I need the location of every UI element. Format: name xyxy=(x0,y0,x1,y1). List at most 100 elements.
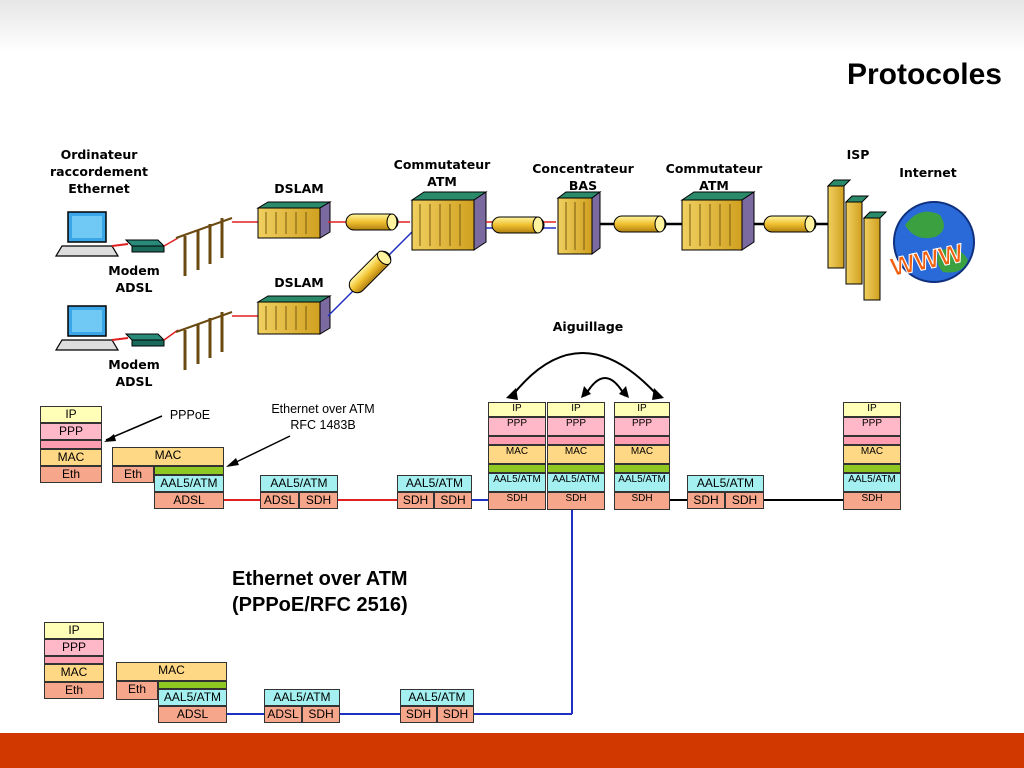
stack-pppoe-layer xyxy=(44,656,104,664)
bas-label: Concentrateur BAS xyxy=(532,161,634,193)
stack-ppp: PPP xyxy=(44,639,104,656)
atm-link-cylinder xyxy=(491,216,545,234)
dslam-label: DSLAM xyxy=(274,181,324,196)
stack-sdh: SDH xyxy=(687,492,725,509)
stack-aal5-atm: AAL5/ATM xyxy=(260,475,338,492)
stack-pppoe-layer xyxy=(843,436,901,445)
stack-pppoe-layer xyxy=(488,436,546,445)
dslam-icon xyxy=(256,201,332,239)
atm-switch-icon xyxy=(410,191,488,251)
telephone-pole-icon xyxy=(175,311,233,370)
stack-sdh: SDH xyxy=(397,492,434,509)
stack-eth: Eth xyxy=(40,466,102,483)
stack-mac: MAC xyxy=(614,445,670,464)
modem-label: Modem ADSL xyxy=(108,263,160,295)
stack-ip: IP xyxy=(488,402,546,417)
stack-aal5-atm: AAL5/ATM xyxy=(547,473,605,492)
atm-link-cylinder xyxy=(345,213,399,231)
stack-ppp: PPP xyxy=(488,417,546,436)
bas-concentrator-icon xyxy=(556,191,602,255)
stack-aal5-atm: AAL5/ATM xyxy=(154,475,224,492)
isp-label: ISP xyxy=(846,147,870,162)
modem-icon xyxy=(124,333,166,347)
internet-globe-icon: WWW xyxy=(887,201,975,283)
stack-sdh: SDH xyxy=(434,492,472,509)
stack-sdh: SDH xyxy=(302,706,340,723)
modem-label: Modem ADSL xyxy=(108,357,160,389)
stack-mac: MAC xyxy=(112,447,224,466)
computer-label: Ordinateur raccordement Ethernet xyxy=(50,147,148,196)
stack-pppoe-layer xyxy=(40,440,102,449)
stack-aal5-atm: AAL5/ATM xyxy=(614,473,670,492)
isp-server-icon xyxy=(826,179,888,301)
stack-ip: IP xyxy=(40,406,102,423)
stack-adsl: ADSL xyxy=(260,492,299,509)
stack-llc-layer xyxy=(158,681,227,689)
stack-llc-layer xyxy=(488,464,546,473)
dslam-label: DSLAM xyxy=(274,275,324,290)
stack-adsl: ADSL xyxy=(158,706,227,723)
heading-line2: (PPPoE/RFC 2516) xyxy=(232,594,408,616)
modem-icon xyxy=(124,239,166,253)
computer-icon xyxy=(54,305,120,351)
stack-adsl: ADSL xyxy=(154,492,224,509)
footer-bar xyxy=(0,733,1024,768)
stack-aal5-atm: AAL5/ATM xyxy=(264,689,340,706)
stack-ppp: PPP xyxy=(40,423,102,440)
stack-sdh: SDH xyxy=(488,492,546,510)
stack-sdh: SDH xyxy=(299,492,338,509)
stack-ip: IP xyxy=(614,402,670,417)
aiguillage-label: Aiguillage xyxy=(552,319,624,334)
stack-llc-layer xyxy=(154,466,224,475)
stack-aal5-atm: AAL5/ATM xyxy=(397,475,472,492)
stack-mac: MAC xyxy=(547,445,605,464)
stack-pppoe-layer xyxy=(547,436,605,445)
stack-mac: MAC xyxy=(488,445,546,464)
stack-llc-layer xyxy=(547,464,605,473)
stack-sdh: SDH xyxy=(400,706,437,723)
stack-sdh: SDH xyxy=(437,706,474,723)
stack-ppp: PPP xyxy=(614,417,670,436)
stack-aal5-atm: AAL5/ATM xyxy=(843,473,901,492)
atm-link-cylinder xyxy=(613,215,667,233)
page-title: Protocoles xyxy=(846,58,1002,91)
stack-mac: MAC xyxy=(116,662,227,681)
atm-link-cylinder xyxy=(763,215,817,233)
heading-line1: Ethernet over ATM xyxy=(232,568,408,590)
stack-eth: Eth xyxy=(44,682,104,699)
stack-eth: Eth xyxy=(112,466,154,483)
eth-over-atm-annotation: Ethernet over ATM RFC 1483B xyxy=(271,402,375,432)
stack-aal5-atm: AAL5/ATM xyxy=(400,689,474,706)
top-band xyxy=(0,0,1024,52)
telephone-pole-icon xyxy=(175,217,233,276)
stack-ppp: PPP xyxy=(843,417,901,436)
computer-icon xyxy=(54,211,120,257)
stack-adsl: ADSL xyxy=(264,706,302,723)
stack-sdh: SDH xyxy=(725,492,764,509)
stack-ip: IP xyxy=(547,402,605,417)
atm-switch-icon xyxy=(680,191,756,251)
aiguillage-arrows xyxy=(511,352,659,397)
stack-ppp: PPP xyxy=(547,417,605,436)
dslam-icon xyxy=(256,295,332,335)
atm-switch-label: Commutateur ATM xyxy=(393,157,491,189)
atm-switch-label: Commutateur ATM xyxy=(665,161,763,193)
stack-mac: MAC xyxy=(44,664,104,682)
stack-mac: MAC xyxy=(843,445,901,464)
stack-sdh: SDH xyxy=(547,492,605,510)
stack-pppoe-layer xyxy=(614,436,670,445)
atm-link-cylinder xyxy=(348,250,392,294)
stack-eth: Eth xyxy=(116,681,158,700)
stack-llc-layer xyxy=(843,464,901,473)
stack-sdh: SDH xyxy=(843,492,901,510)
stack-llc-layer xyxy=(614,464,670,473)
stack-ip: IP xyxy=(843,402,901,417)
stack-mac: MAC xyxy=(40,449,102,466)
stack-sdh: SDH xyxy=(614,492,670,510)
internet-label: Internet xyxy=(899,165,957,180)
pppoe-annotation: PPPoE xyxy=(169,408,211,422)
stack-aal5-atm: AAL5/ATM xyxy=(158,689,227,706)
stack-ip: IP xyxy=(44,622,104,639)
stack-aal5-atm: AAL5/ATM xyxy=(687,475,764,492)
